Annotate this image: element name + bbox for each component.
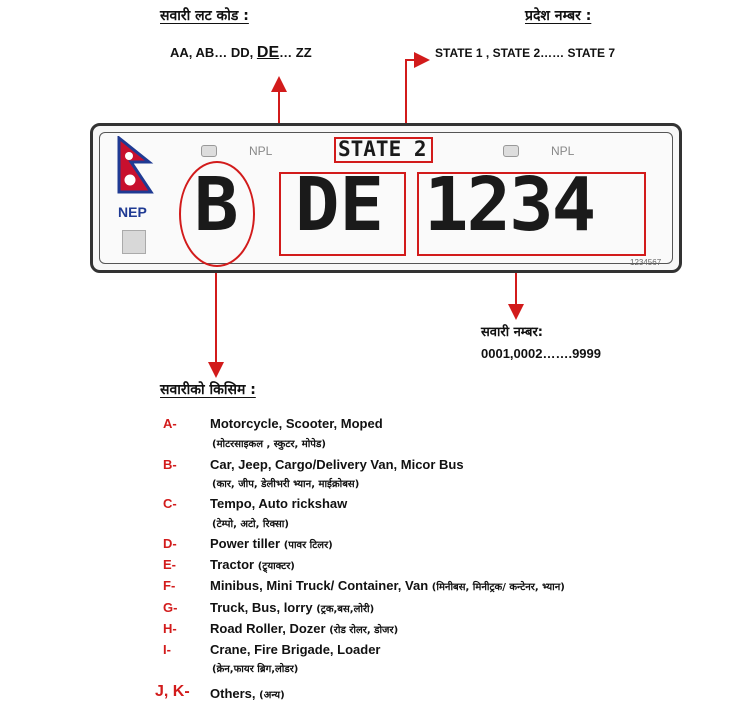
type-letter-label: J, K- [155,683,190,700]
province-examples: STATE 1 , STATE 2…… STATE 7 [435,46,616,60]
lot-code-examples: AA, AB… DD, DE… ZZ [170,44,312,61]
type-desc-row: Power tiller (पावर टिलर) [210,536,333,551]
type-letter-label: A- [163,416,177,431]
state-arrow [405,52,430,138]
lot-code-heading: सवारी लट कोड : [160,8,249,24]
npl-mark-left: NPL [249,144,273,158]
type-desc-nepali: (मोटरसाइकल , स्कुटर, मोपेड) [212,439,326,450]
type-desc-row: Others, (अन्य) [210,686,285,701]
npl-mark-right: NPL [551,144,575,158]
state-box [334,137,433,163]
plate-serial: 1234567 [630,258,662,267]
plate-lot-letters: DE [295,162,385,248]
type-desc-row: Road Roller, Dozer (रोड रोलर, डोजर) [210,621,399,636]
nepal-flag-icon [117,136,154,194]
type-desc: Tempo, Auto rickshaw [210,496,348,511]
type-desc-nepali: (टेम्पो, अटो, रिक्सा) [212,519,289,530]
number-box [417,172,646,256]
vehicle-number-range: 0001,0002…….9999 [481,346,601,361]
country-code: NEP [118,204,147,220]
vehicle-type-heading: सवारीको किसिम : [160,382,256,398]
vehicle-number-heading: सवारी नम्बर: [481,325,543,340]
type-letter-label: I- [163,642,171,657]
type-desc: Car, Jeep, Cargo/Delivery Van, Micor Bus [210,457,464,472]
type-letter-label: D- [163,536,177,551]
type-letter-label: B- [163,457,177,472]
type-desc: Crane, Fire Brigade, Loader [210,642,381,657]
type-desc-nepali: (क्रेन,फायर ब्रिग,लोडर) [212,664,299,675]
type-letter-label: F- [163,578,176,593]
lot-letters-box [279,172,406,256]
type-letter-label: H- [163,621,177,636]
type-letter-label: C- [163,496,177,511]
hologram-mark-icon [201,145,217,157]
type-desc-row: Truck, Bus, lorry (ट्रक,बस,लोरी) [210,600,375,615]
plate-type-letter: B [194,162,239,248]
type-desc-row: Tractor (ट्र्याक्टर) [210,557,295,572]
province-heading: प्रदेश नम्बर : [525,8,592,24]
hologram-sticker-icon [122,230,146,254]
type-letter-label: G- [163,600,178,615]
type-letter-ellipse [179,161,255,267]
type-desc-row: Minibus, Mini Truck/ Container, Van (मिन… [210,578,565,593]
type-letter-label: E- [163,557,176,572]
plate-inner-border [99,132,673,264]
type-desc-nepali: (कार, जीप, डेलीभरी भ्यान, माईक्रोबस) [212,479,360,490]
hologram-mark-icon [503,145,519,157]
lot-code-highlight: DE [256,44,280,61]
plate-number: 1234 [424,162,596,248]
plate-state-label: STATE 2 [338,137,427,161]
type-desc: Motorcycle, Scooter, Moped [210,416,383,431]
